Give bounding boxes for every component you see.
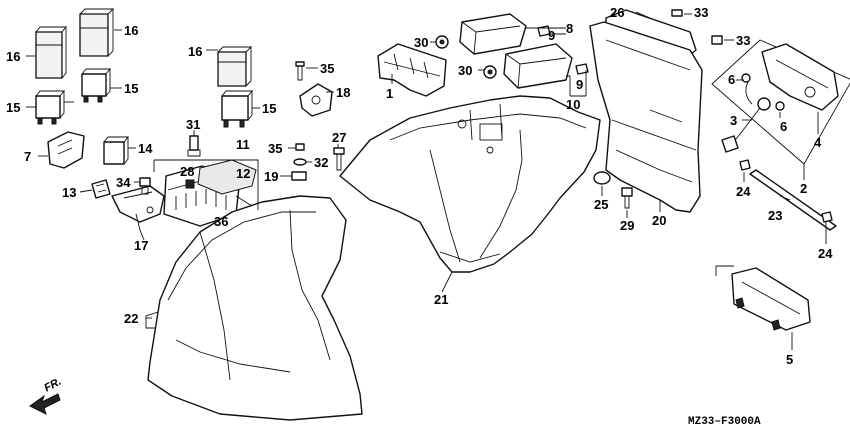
callout-15-top: 15 [124, 81, 138, 96]
callout-30-lower: 30 [458, 63, 472, 78]
washer-32 [293, 158, 307, 166]
callout-24-upper: 24 [736, 184, 751, 199]
license-light-4 [761, 43, 839, 111]
callout-16-left: 16 [6, 49, 20, 64]
callout-20: 20 [652, 213, 666, 228]
callout-11: 11 [236, 137, 250, 152]
callout-5: 5 [786, 352, 793, 367]
front-direction-arrow [29, 393, 61, 415]
callout-35-lower: 35 [268, 141, 282, 156]
clip-24-lower [821, 211, 833, 223]
socket-3 [721, 81, 771, 153]
callout-17: 17 [134, 238, 148, 253]
grommet-25 [593, 171, 611, 185]
callout-28: 28 [180, 164, 194, 179]
direction-label: FR. [42, 376, 63, 395]
callout-14: 14 [138, 141, 153, 156]
grommet-30-lower [483, 65, 497, 79]
callout-labels: 16 16 16 15 15 15 7 14 13 34 17 31 11 12… [6, 5, 833, 428]
bulb-6-lower [775, 101, 785, 111]
bulb-6-upper [741, 73, 751, 83]
rear-light-group-box [711, 39, 850, 165]
callout-36: 36 [214, 214, 228, 229]
bolt-31 [187, 135, 201, 157]
grommet-30-upper [435, 35, 449, 49]
callout-7: 7 [24, 149, 31, 164]
callout-6-lower: 6 [780, 119, 787, 134]
callout-30-upper: 30 [414, 35, 428, 50]
inner-fender-22 [145, 195, 363, 421]
relay-15-top [81, 67, 111, 103]
callout-22: 22 [124, 311, 138, 326]
callout-35-upper: 35 [320, 61, 334, 76]
relay-16-left [35, 25, 67, 79]
diagram-code: MZ33–F3000A [688, 416, 761, 428]
callout-32: 32 [314, 155, 328, 170]
callout-15-left: 15 [6, 100, 20, 115]
callout-27: 27 [332, 130, 346, 145]
ecu-10 [503, 43, 573, 89]
relay-15-left [35, 89, 65, 125]
callout-33-right: 33 [736, 33, 750, 48]
bolt-35-upper [295, 61, 305, 81]
callout-15-mid: 15 [262, 101, 276, 116]
callout-24-lower: 24 [818, 246, 833, 261]
leader-lines [26, 11, 827, 350]
callout-26: 26 [610, 5, 624, 20]
callout-34: 34 [116, 175, 131, 190]
strip-23 [749, 169, 837, 231]
callout-3: 3 [730, 113, 737, 128]
bolt-34 [139, 177, 151, 195]
callout-4: 4 [814, 135, 822, 150]
clip-9-lower [575, 63, 589, 75]
callout-29: 29 [620, 218, 634, 233]
relay-15-mid [221, 89, 253, 128]
callout-2: 2 [800, 181, 807, 196]
nut-19 [291, 171, 307, 181]
switch-14 [103, 135, 129, 165]
relay-16-top [79, 7, 115, 57]
bolt-27 [333, 147, 345, 171]
callout-16-mid: 16 [188, 44, 202, 59]
callout-9-upper: 9 [548, 28, 555, 43]
relay-16-mid [217, 45, 253, 87]
connector-13 [91, 179, 111, 199]
bolt-33-right [711, 35, 723, 45]
reflector-5-box [715, 265, 734, 276]
reflector-5 [731, 267, 811, 331]
ecu-8 [459, 13, 527, 55]
screw-29 [621, 187, 633, 209]
bolt-33-top [671, 9, 683, 17]
callout-19: 19 [264, 169, 278, 184]
callout-6-upper: 6 [728, 72, 735, 87]
callout-12: 12 [236, 166, 250, 181]
callout-33-top: 33 [694, 5, 708, 20]
bracket-17 [111, 185, 165, 231]
callout-21: 21 [434, 292, 448, 307]
bracket-18 [299, 83, 333, 117]
callout-8: 8 [566, 21, 573, 36]
bolt-35-lower [295, 143, 305, 151]
rear-cowl-20 [589, 21, 703, 213]
callout-31: 31 [186, 117, 200, 132]
callout-16-top: 16 [124, 23, 138, 38]
bracket-7 [47, 131, 85, 169]
callout-25: 25 [594, 197, 608, 212]
callout-18: 18 [336, 85, 350, 100]
callout-13: 13 [62, 185, 76, 200]
callout-23: 23 [768, 208, 782, 223]
clip-24-upper [739, 159, 751, 171]
callout-1: 1 [386, 86, 393, 101]
bracket-1 [377, 43, 447, 97]
callout-10: 10 [566, 97, 580, 112]
callout-9-lower: 9 [576, 77, 583, 92]
inner-fender-21 [339, 95, 601, 273]
bolt-28 [185, 179, 195, 189]
